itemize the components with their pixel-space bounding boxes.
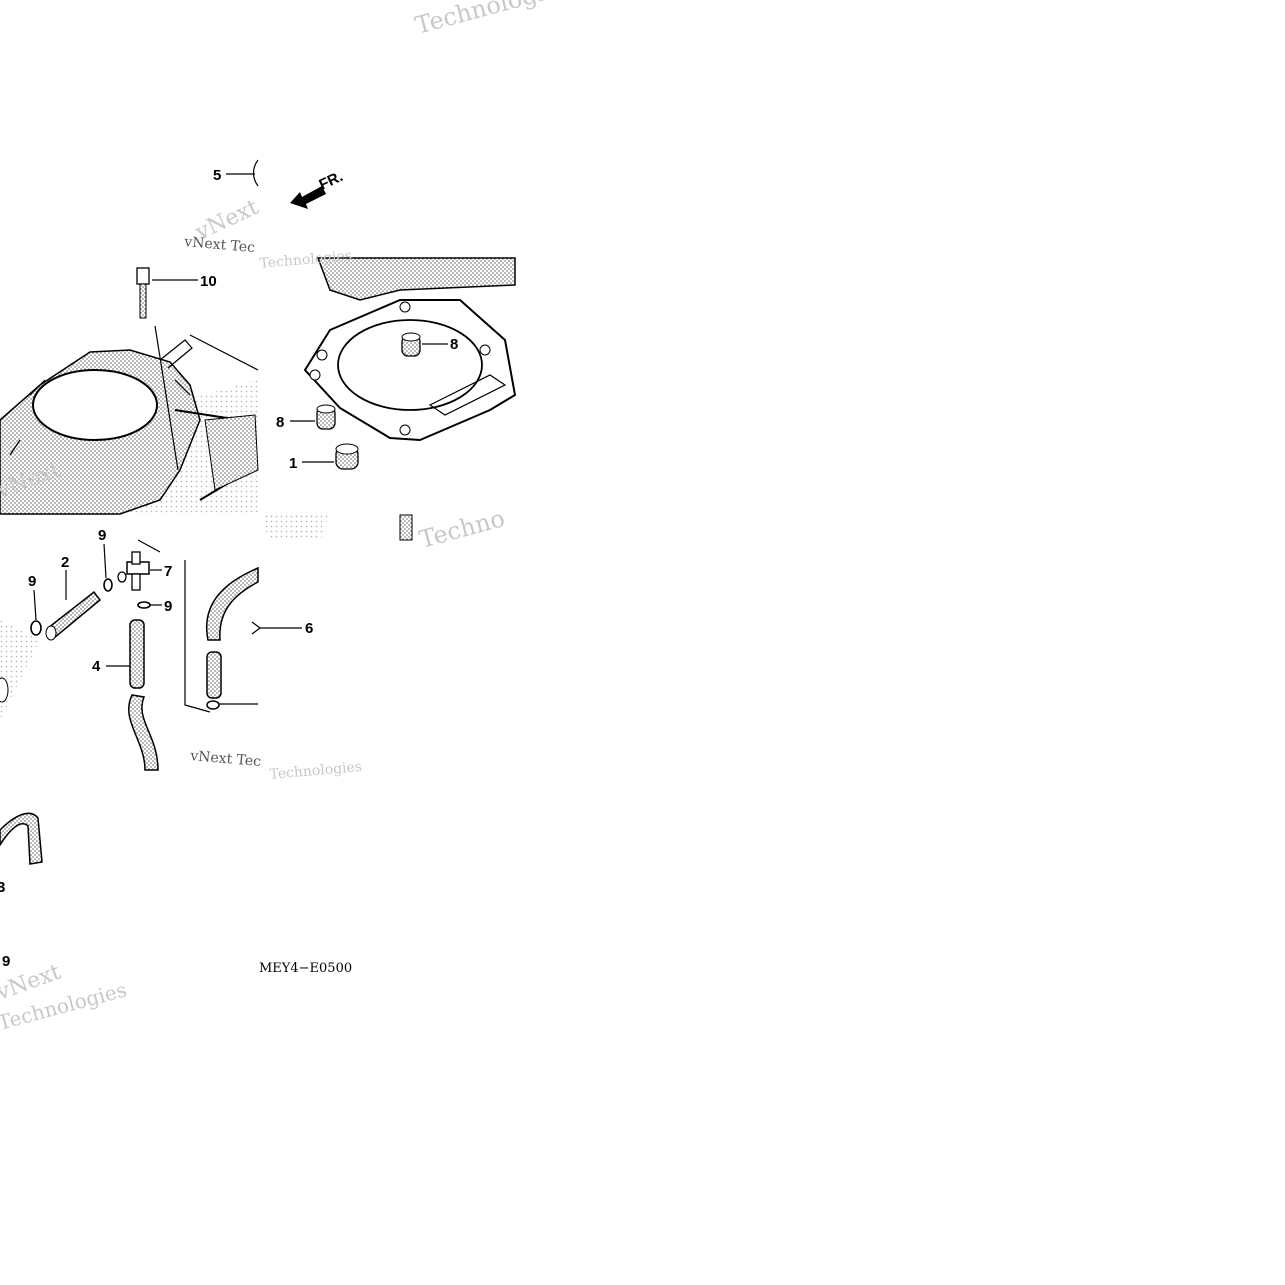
callout-8-lower: 8 — [276, 414, 284, 431]
callout-5: 5 — [213, 167, 221, 184]
bottom-tile: 3 9 MEY4−E0500 — [0, 812, 352, 976]
dowel-pin-8-lower — [316, 404, 336, 430]
clamp-9-left — [30, 620, 42, 636]
callout-9-upper: 9 — [98, 527, 106, 544]
callout-9-bottom: 9 — [2, 953, 10, 970]
collar-1 — [335, 443, 359, 470]
watermark-text: vNext Tec — [189, 748, 262, 770]
front-direction-arrow: FR. — [290, 168, 346, 209]
hose-3 — [0, 812, 43, 865]
callout-8-upper: 8 — [450, 336, 458, 353]
callout-10: 10 — [200, 273, 217, 290]
hose-joint-7 — [117, 551, 150, 591]
hose-6-tile: 6 — [205, 566, 313, 710]
gasket-tile: 8 8 1 — [262, 257, 517, 541]
head-gasket — [303, 299, 517, 442]
hose-6 — [205, 566, 259, 699]
top-tile: 5 FR. — [213, 159, 346, 209]
callout-4: 4 — [92, 658, 101, 675]
cylinder-bore — [32, 369, 158, 441]
diagram-code: MEY4−E0500 — [259, 961, 352, 976]
watermark-text: vNext Tec — [183, 234, 256, 256]
front-direction-label: FR. — [317, 168, 346, 194]
callout-3: 3 — [0, 879, 5, 896]
hose-4 — [127, 619, 159, 771]
callout-9-left: 9 — [28, 573, 36, 590]
watermark-text: Technologies — [412, 0, 573, 40]
callout-1: 1 — [289, 455, 297, 472]
dowel-pin-8-upper — [401, 332, 421, 357]
hose-2 — [45, 590, 102, 641]
watermark-text: Technologies — [269, 759, 363, 783]
watermark-text: Techno — [416, 504, 507, 554]
bolt-10 — [136, 267, 179, 471]
callout-9-right: 9 — [164, 598, 172, 615]
cylinder-tile: 10 — [0, 258, 259, 515]
hose-tile: 2 9 9 7 9 4 — [0, 527, 211, 771]
callout-7: 7 — [164, 563, 172, 580]
callout-2: 2 — [61, 554, 69, 571]
callout-6: 6 — [305, 620, 313, 637]
